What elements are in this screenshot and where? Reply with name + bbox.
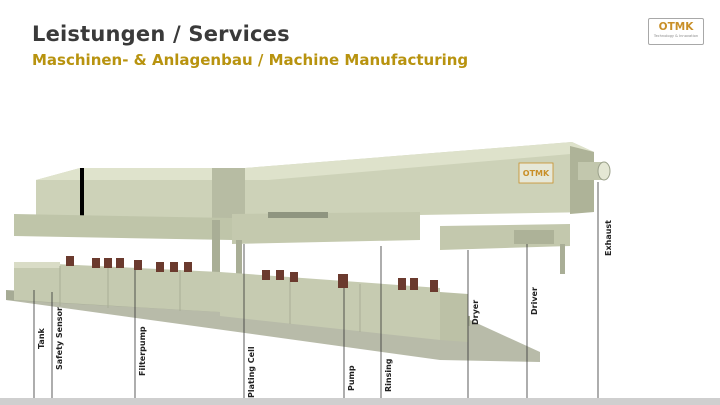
valve — [410, 278, 418, 290]
valve — [170, 262, 178, 272]
valve — [66, 256, 74, 266]
callout-rinsing: Rinsing — [384, 358, 393, 392]
callout-driver: Driver — [530, 287, 539, 315]
tank-row-right — [220, 272, 440, 340]
upper-housing-seam — [80, 168, 84, 222]
callout-pump: Pump — [347, 365, 356, 391]
housing-logo-text: OTMK — [523, 169, 550, 178]
upper-housing-top-left — [36, 168, 212, 180]
callout-tank: Tank — [37, 328, 46, 349]
conveyor-deck-left — [14, 214, 232, 240]
valve — [116, 258, 124, 268]
driver-housing — [514, 230, 554, 244]
valve — [184, 262, 192, 272]
valve — [104, 258, 112, 268]
exhaust-opening — [597, 161, 611, 181]
housing-logo-panel — [518, 162, 554, 184]
footer-bar — [0, 398, 720, 405]
support-post — [212, 220, 220, 290]
valve — [290, 272, 298, 282]
page-subtitle: Maschinen- & Anlagenbau / Machine Manufa… — [32, 51, 469, 69]
valve — [262, 270, 270, 280]
machine-floor-shadow — [6, 292, 540, 362]
upper-housing-top-right — [245, 142, 594, 180]
callout-exhaust: Exhaust — [604, 220, 613, 256]
tank-lid — [14, 262, 60, 268]
valve — [398, 278, 406, 290]
support-post — [236, 240, 242, 300]
logo-small-text: Technology & Innovation — [653, 34, 699, 38]
callout-filterpump: Filterpump — [138, 326, 147, 376]
upper-housing-joint — [212, 168, 245, 220]
pump-unit — [338, 274, 348, 288]
valve — [276, 270, 284, 280]
support-post — [560, 244, 565, 274]
valve — [430, 280, 438, 292]
callout-safety-sensor: Safety Sensor — [55, 307, 64, 370]
callout-plating-cell: Plating Cell — [247, 346, 256, 398]
conveyor-deck-center — [232, 212, 420, 244]
valve — [92, 258, 100, 268]
logo-text: OTMK — [658, 21, 694, 33]
company-logo: OTMK Technology & Innovation — [648, 18, 704, 45]
page-title: Leistungen / Services — [32, 22, 290, 46]
valve — [134, 260, 142, 270]
dryer-unit — [440, 292, 468, 342]
callout-dryer: Dryer — [471, 299, 480, 325]
exhaust-pipe — [578, 162, 604, 180]
valve — [156, 262, 164, 272]
tank-row-left — [14, 262, 220, 312]
conveyor-opening — [268, 212, 328, 218]
